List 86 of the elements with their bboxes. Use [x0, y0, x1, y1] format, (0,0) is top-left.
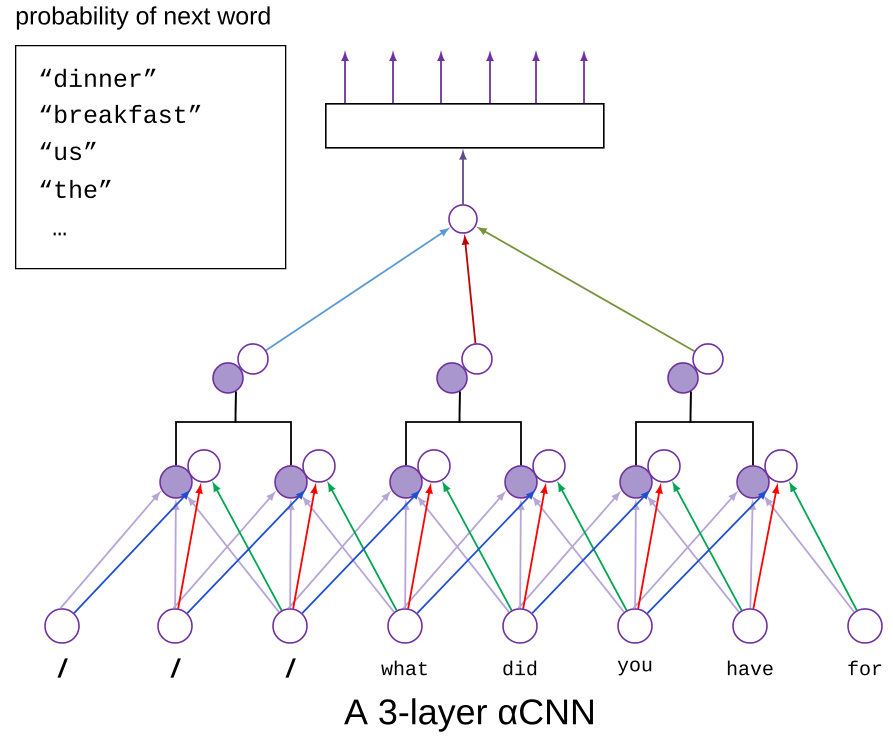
neuron-circle — [212, 362, 244, 394]
neuron-circle — [436, 362, 468, 394]
bracket-connector — [405, 392, 461, 466]
output-arrow — [532, 52, 540, 103]
bracket-connector — [234, 392, 292, 466]
word-list-box: “dinner” “breakfast” “us” “the” … — [15, 45, 286, 270]
neuron-circle — [448, 204, 478, 234]
word-label: have — [728, 660, 773, 676]
neuron-circle — [389, 465, 423, 499]
arrow — [558, 483, 628, 611]
arrow — [416, 490, 534, 614]
output-arrow — [486, 52, 494, 103]
arrow — [266, 228, 448, 351]
neuron-circle — [736, 465, 770, 499]
output-arrow — [438, 52, 444, 103]
arrow — [328, 483, 398, 611]
arrow — [752, 485, 780, 609]
node-label: “dinner” — [40, 68, 156, 88]
arrow — [518, 492, 620, 609]
arrow — [302, 497, 395, 613]
arrow — [407, 485, 433, 609]
arrow — [532, 497, 625, 613]
output-arrow — [580, 52, 588, 103]
output-layer-box — [325, 103, 605, 149]
neuron-circle — [417, 449, 451, 483]
arrow — [790, 483, 858, 611]
neuron-circle — [159, 465, 193, 499]
word-label: for — [848, 660, 882, 676]
word-label: did — [503, 660, 536, 676]
arrow — [177, 485, 203, 609]
arrow — [648, 497, 740, 613]
arrow — [442, 483, 512, 611]
arrow — [749, 502, 756, 608]
node-label: “us” — [40, 142, 96, 160]
arrow — [302, 490, 420, 614]
node-label: “breakfast” — [40, 104, 200, 124]
arrow — [517, 502, 524, 608]
arrow — [288, 492, 390, 609]
bracket-connector — [458, 392, 522, 466]
arrow — [172, 502, 180, 608]
neuron-circle — [274, 465, 308, 499]
arrow — [60, 492, 160, 609]
neuron-circle — [302, 449, 336, 483]
word-label: you — [618, 660, 652, 676]
arrow — [460, 152, 466, 204]
neuron-circle — [619, 465, 653, 499]
word-label: / — [285, 658, 296, 678]
arrow — [172, 492, 275, 609]
arrow — [186, 490, 304, 614]
caption: A 3-layer αCNN — [344, 698, 593, 732]
arrow — [632, 492, 737, 609]
node-label: … — [54, 232, 66, 236]
neuron-circle — [461, 343, 493, 375]
arrow — [188, 497, 280, 613]
arrow — [212, 483, 282, 611]
arrow — [672, 483, 742, 611]
output-arrow — [390, 52, 396, 103]
word-label: / — [57, 658, 68, 678]
neuron-circle — [504, 465, 538, 499]
word-label: / — [170, 658, 181, 678]
neuron-circle — [667, 362, 699, 394]
neuron-circle — [532, 449, 566, 483]
arrow — [402, 492, 505, 609]
arrow — [632, 502, 640, 608]
neuron-circle — [764, 449, 798, 483]
neuron-circle — [647, 449, 681, 483]
arrow — [646, 490, 766, 614]
output-arrow — [342, 52, 348, 103]
neuron-circle — [692, 343, 724, 375]
arrow — [287, 502, 294, 608]
heading: probability of next word — [16, 6, 270, 30]
neuron-circle — [187, 449, 221, 483]
arrow — [522, 485, 548, 609]
arrow — [462, 236, 476, 344]
arrow — [532, 490, 650, 614]
neuron-circle — [237, 343, 269, 375]
node-label: “the” — [40, 180, 111, 198]
arrow — [402, 502, 410, 608]
arrow — [418, 497, 510, 613]
bracket-connector — [690, 392, 754, 466]
arrow — [637, 485, 663, 609]
arrow — [74, 490, 190, 614]
arrow — [478, 227, 695, 352]
arrow — [292, 485, 318, 609]
word-label: what — [381, 660, 427, 676]
arrow — [764, 497, 855, 612]
